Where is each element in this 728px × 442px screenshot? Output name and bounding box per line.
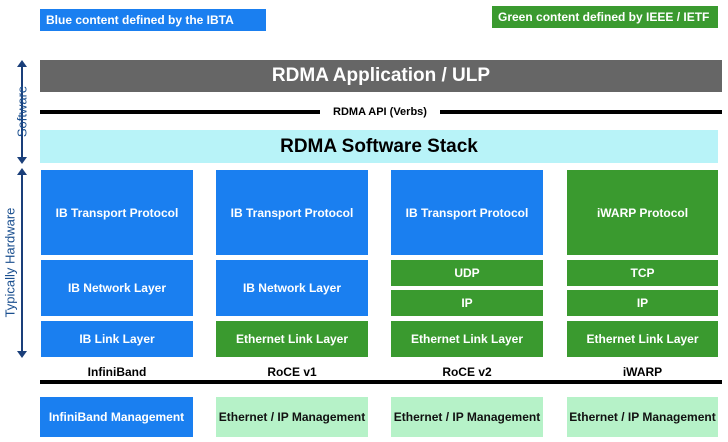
legend-ieee: Green content defined by IEEE / IETF bbox=[492, 6, 718, 28]
rdma-software-stack: RDMA Software Stack bbox=[40, 130, 718, 163]
iwarp-ip-box: IP bbox=[567, 290, 718, 316]
rocev2-udp-box: UDP bbox=[391, 260, 543, 286]
iwarp-tcp-box: TCP bbox=[567, 260, 718, 286]
iwarp-protocol-box: iWARP Protocol bbox=[567, 170, 718, 255]
separator-line bbox=[40, 380, 722, 384]
rocev2-link-box: Ethernet Link Layer bbox=[391, 321, 543, 357]
rdma-application-bar: RDMA Application / ULP bbox=[40, 60, 722, 92]
iwarp-management-box: Ethernet / IP Management bbox=[567, 397, 718, 437]
rocev1-network-box: IB Network Layer bbox=[216, 260, 368, 316]
column-label-infiniband: InfiniBand bbox=[87, 365, 147, 379]
column-label-iwarp: iWARP bbox=[622, 365, 663, 379]
ib-network-box: IB Network Layer bbox=[41, 260, 193, 316]
software-arrow-icon bbox=[17, 60, 27, 164]
legend-ibta: Blue content defined by the IBTA bbox=[40, 9, 266, 31]
rocev2-ip-box: IP bbox=[391, 290, 543, 316]
ib-transport-box: IB Transport Protocol bbox=[41, 170, 193, 255]
column-label-rocev1: RoCE v1 bbox=[267, 365, 317, 379]
ib-link-box: IB Link Layer bbox=[41, 321, 193, 357]
column-label-rocev2: RoCE v2 bbox=[442, 365, 492, 379]
rocev2-management-box: Ethernet / IP Management bbox=[391, 397, 543, 437]
rocev2-transport-box: IB Transport Protocol bbox=[391, 170, 543, 255]
rocev1-transport-box: IB Transport Protocol bbox=[216, 170, 368, 255]
hardware-arrow-icon bbox=[17, 168, 27, 358]
infiniband-management-box: InfiniBand Management bbox=[40, 397, 193, 437]
rocev1-link-box: Ethernet Link Layer bbox=[216, 321, 368, 357]
software-label: Software bbox=[14, 85, 30, 138]
rocev1-management-box: Ethernet / IP Management bbox=[216, 397, 368, 437]
hardware-label: Typically Hardware bbox=[2, 207, 18, 318]
iwarp-link-box: Ethernet Link Layer bbox=[567, 321, 718, 357]
rdma-api-label: RDMA API (Verbs) bbox=[320, 104, 440, 120]
